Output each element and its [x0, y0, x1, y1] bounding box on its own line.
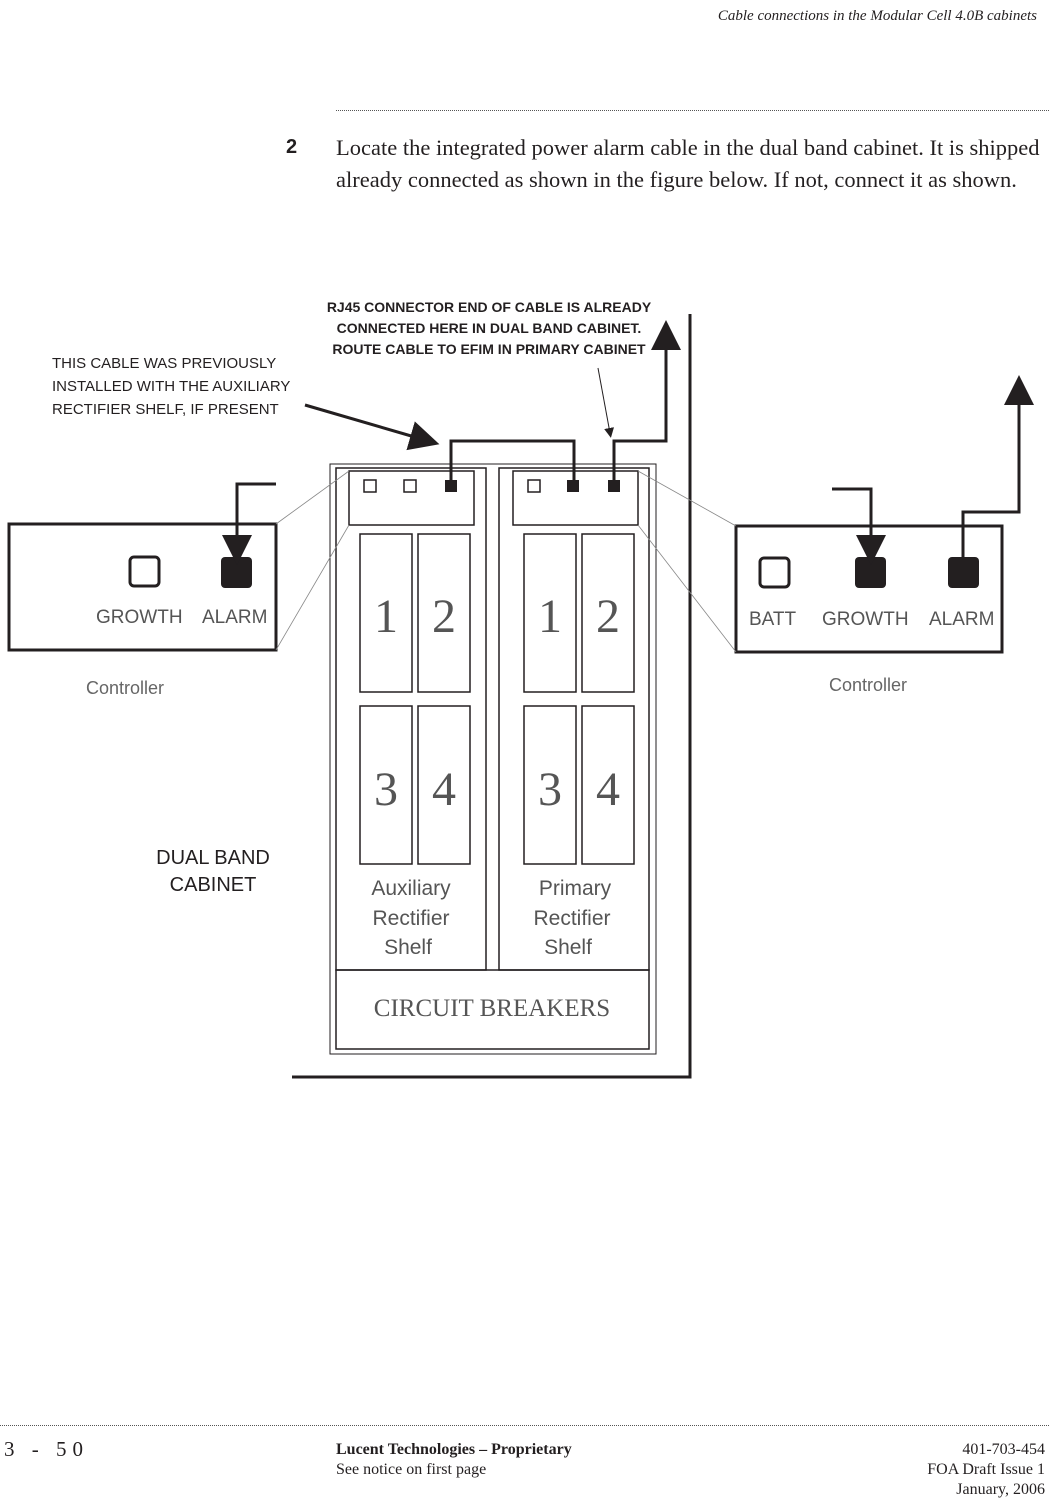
rectifier-slot: [417, 705, 471, 865]
slot-number: 2: [432, 590, 456, 643]
previous-callout-line: INSTALLED WITH THE AUXILIARY: [52, 378, 290, 395]
zoom-guide: [275, 470, 350, 525]
right-growth-cable: [832, 487, 886, 565]
footer-center: Lucent Technologies – Proprietary See no…: [336, 1440, 572, 1480]
cabinet-wall: [292, 314, 692, 1079]
rectifier-slot: [523, 533, 577, 693]
alarm-label: ALARM: [202, 607, 267, 628]
cabinet-label: CABINET: [170, 874, 257, 896]
growth-port-icon: [128, 555, 161, 588]
slot-number: 1: [538, 590, 562, 643]
rack-outline: [329, 463, 657, 1055]
breakers-label: CIRCUIT BREAKERS: [374, 995, 610, 1022]
growth-label: GROWTH: [96, 607, 183, 628]
alarm-port-icon: [221, 557, 252, 588]
integrated-alarm-cable: [449, 439, 576, 480]
primary-shelf-label: Shelf: [544, 936, 592, 959]
port-icon: [527, 479, 541, 493]
rectifier-slot: [581, 533, 635, 693]
cable-diagram: RJ45 CONNECTOR END OF CABLE IS ALREADY C…: [7, 299, 1034, 1079]
previous-callout-line: RECTIFIER SHELF, IF PRESENT: [52, 401, 279, 418]
primary-shelf-label: Primary: [539, 877, 612, 900]
slot-number: 2: [596, 590, 620, 643]
bottom-divider: [0, 1425, 1049, 1426]
rectifier-slot: [359, 533, 413, 693]
rj45-callout-line: CONNECTED HERE IN DUAL BAND CABINET.: [337, 320, 642, 336]
zoom-guide: [637, 470, 737, 527]
growth-label: GROWTH: [822, 609, 909, 630]
slot-number: 3: [538, 763, 562, 816]
breakers-panel: [335, 969, 650, 1050]
rectifier-slot: [417, 533, 471, 693]
running-header: Cable connections in the Modular Cell 4.…: [717, 8, 1037, 24]
previous-callout-arrow: [304, 403, 440, 451]
left-controller-caption: Controller: [86, 678, 164, 698]
alarm-port-icon: [608, 480, 620, 492]
growth-port-icon: [855, 557, 886, 588]
slot-number: 4: [596, 763, 620, 816]
aux-shelf-label: Rectifier: [372, 907, 449, 930]
footer-right: 401-703-454 FOA Draft Issue 1 January, 2…: [927, 1440, 1045, 1500]
aux-controller-head: [348, 470, 475, 526]
aux-shelf-label: Auxiliary: [371, 877, 451, 900]
port-icon: [403, 479, 417, 493]
aux-shelf-label: Shelf: [384, 936, 432, 959]
rj45-callout-line: RJ45 CONNECTOR END OF CABLE IS ALREADY: [327, 299, 652, 315]
rectifier-slot: [523, 705, 577, 865]
previous-install-callout: THIS CABLE WAS PREVIOUSLY INSTALLED WITH…: [52, 355, 290, 418]
company-label: Lucent Technologies – Proprietary: [336, 1441, 572, 1458]
left-alarm-cable: [222, 482, 276, 565]
zoom-guide: [637, 524, 737, 653]
rj45-callout: RJ45 CONNECTOR END OF CABLE IS ALREADY C…: [327, 299, 652, 357]
step-number: 2: [286, 136, 298, 158]
zoom-guide: [275, 524, 350, 651]
rj45-callout-line: ROUTE CABLE TO EFIM IN PRIMARY CABINET: [332, 341, 646, 357]
left-controller: GROWTH ALARM: [7, 522, 278, 652]
cabinet-label: DUAL BAND: [156, 847, 270, 869]
date-label: January, 2006: [956, 1481, 1045, 1498]
alarm-port-icon: [445, 480, 457, 492]
rectifier-slot: [359, 705, 413, 865]
top-divider: [336, 110, 1049, 111]
right-controller-caption: Controller: [829, 675, 907, 695]
doc-number: 401-703-454: [962, 1441, 1045, 1458]
slot-number: 3: [374, 763, 398, 816]
slot-number: 4: [432, 763, 456, 816]
batt-port-icon: [758, 556, 791, 589]
right-controller: BATT GROWTH ALARM: [734, 524, 1004, 654]
alarm-port-icon: [948, 557, 979, 588]
notice-label: See notice on first page: [336, 1461, 487, 1478]
right-alarm-cable: [961, 375, 1034, 557]
primary-shelf-label: Rectifier: [533, 907, 610, 930]
page-number: 3 - 50: [4, 1437, 89, 1461]
rj45-callout-arrow: [597, 367, 615, 438]
port-icon: [363, 479, 377, 493]
issue-label: FOA Draft Issue 1: [927, 1461, 1045, 1478]
rectifier-slot: [581, 705, 635, 865]
previous-callout-line: THIS CABLE WAS PREVIOUSLY: [52, 355, 276, 372]
slot-number: 1: [374, 590, 398, 643]
batt-label: BATT: [749, 609, 797, 630]
step-text: Locate the integrated power alarm cable …: [336, 135, 1040, 192]
alarm-label: ALARM: [929, 609, 994, 630]
efim-route-cable: [612, 320, 681, 480]
growth-port-icon: [567, 480, 579, 492]
